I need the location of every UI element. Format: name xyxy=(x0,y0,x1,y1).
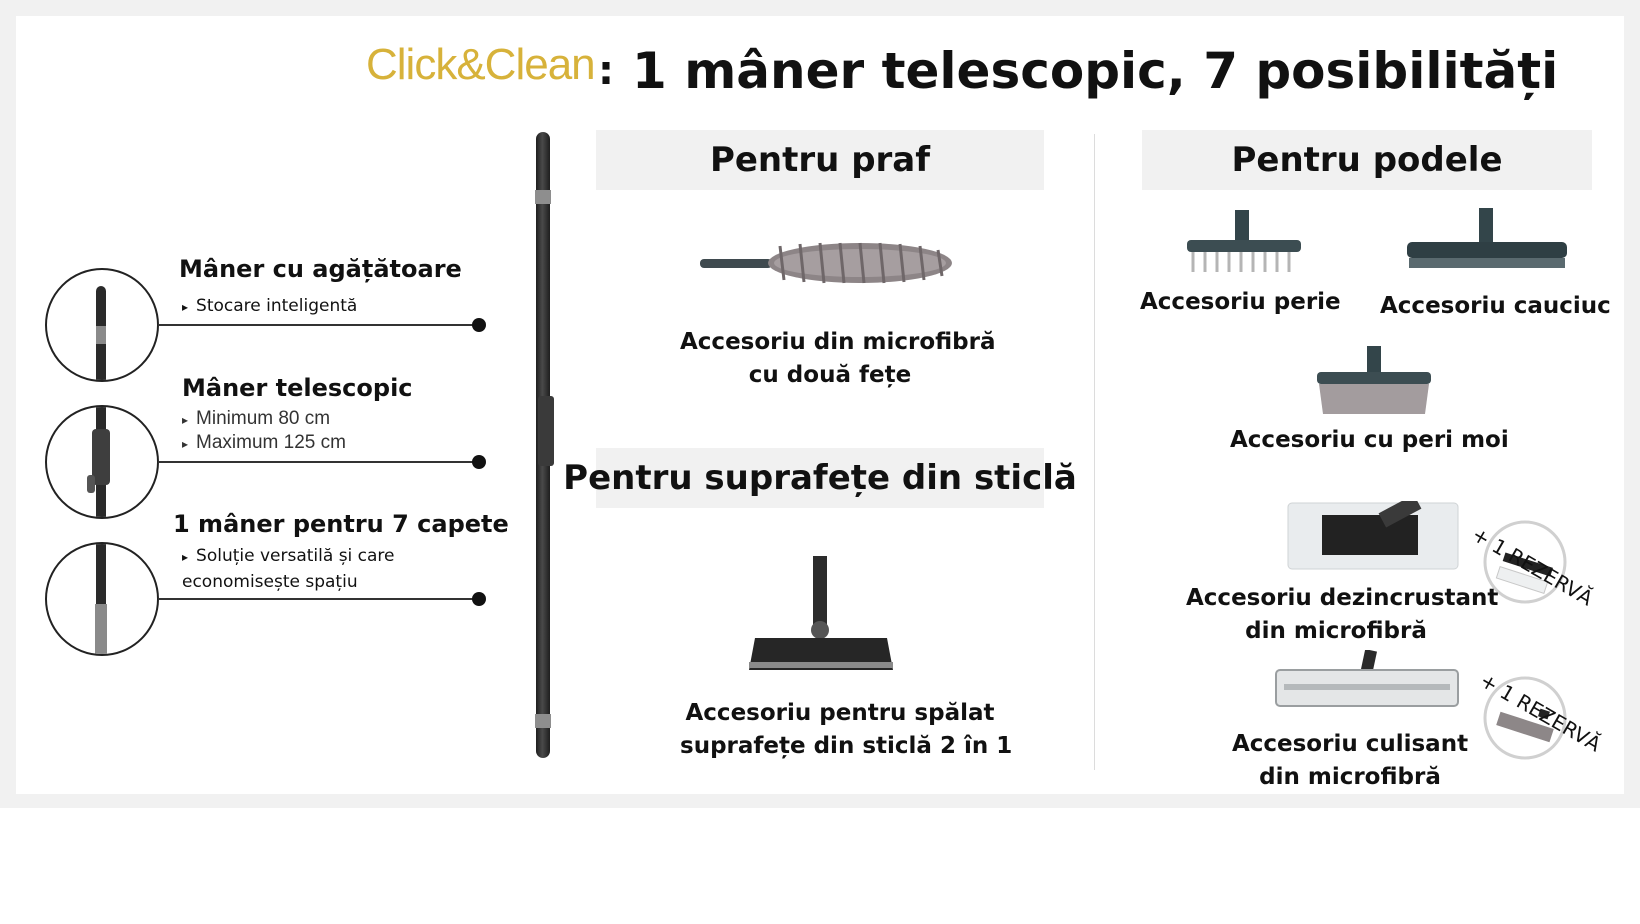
column-divider xyxy=(1094,134,1095,770)
spare-mop-pad-icon xyxy=(1483,676,1567,760)
product-caption: Accesoriu perie xyxy=(1140,289,1341,315)
bullet-icon: ▸ xyxy=(182,413,189,427)
callout-dot xyxy=(472,592,486,606)
hanger-handle-icon xyxy=(45,268,159,382)
sliding-mop-icon xyxy=(1274,650,1460,714)
feature-bullet: ▸Minimum 80 cm xyxy=(182,408,331,429)
feature-bullet: economisește spațiu xyxy=(182,572,358,592)
telescopic-clip-icon xyxy=(45,405,159,519)
product-caption: Accesoriu culisant din microfibră xyxy=(1231,731,1469,790)
product-caption: Accesoriu cauciuc xyxy=(1380,293,1611,319)
rubber-squeegee-head-icon xyxy=(1403,208,1571,274)
feature-title: Mâner telescopic xyxy=(182,374,413,402)
product-caption: Accesoriu cu peri moi xyxy=(1230,427,1509,453)
feature-bullet: ▸Maximum 125 cm xyxy=(182,432,346,453)
handle-connector-icon xyxy=(45,542,159,656)
feature-title: Mâner cu agățătoare xyxy=(179,255,462,283)
bullet-icon: ▸ xyxy=(182,437,189,451)
callout-line xyxy=(158,461,480,463)
callout-dot xyxy=(472,318,486,332)
microfiber-duster-icon xyxy=(700,238,956,288)
bullet-icon: ▸ xyxy=(182,300,189,314)
section-heading-dust: Pentru praf xyxy=(596,130,1044,190)
product-caption: Accesoriu dezincrustant din microfibră xyxy=(1186,585,1499,644)
feature-bullet: ▸Stocare inteligentă xyxy=(182,296,358,316)
handle-grey-band xyxy=(535,714,551,728)
product-caption: Accesoriu din microfibră cu două fețe xyxy=(680,329,996,388)
spare-pad-icon xyxy=(1483,520,1567,604)
page-title: 1 mâner telescopic, 7 posibilități xyxy=(632,42,1559,100)
feature-title: 1 mâner pentru 7 capete xyxy=(173,510,509,538)
feature-bullet: ▸Soluție versatilă și care xyxy=(182,546,395,566)
bullet-icon: ▸ xyxy=(182,550,189,564)
callout-line xyxy=(158,324,480,326)
soft-bristle-head-icon xyxy=(1313,346,1435,416)
section-heading-floors: Pentru podele xyxy=(1142,130,1592,190)
microfiber-pad-icon xyxy=(1286,501,1460,571)
brush-head-icon xyxy=(1183,210,1305,274)
window-squeegee-icon xyxy=(745,556,897,676)
product-caption: Accesoriu pentru spălat suprafețe din st… xyxy=(680,700,1013,759)
brand-separator: : xyxy=(598,48,614,94)
handle-clip xyxy=(538,396,554,466)
callout-line xyxy=(158,598,480,600)
handle-grey-band xyxy=(535,190,551,204)
brand-logo: Click&Clean xyxy=(366,40,596,89)
section-heading-glass: Pentru suprafețe din sticlă xyxy=(563,448,1077,508)
callout-dot xyxy=(472,455,486,469)
